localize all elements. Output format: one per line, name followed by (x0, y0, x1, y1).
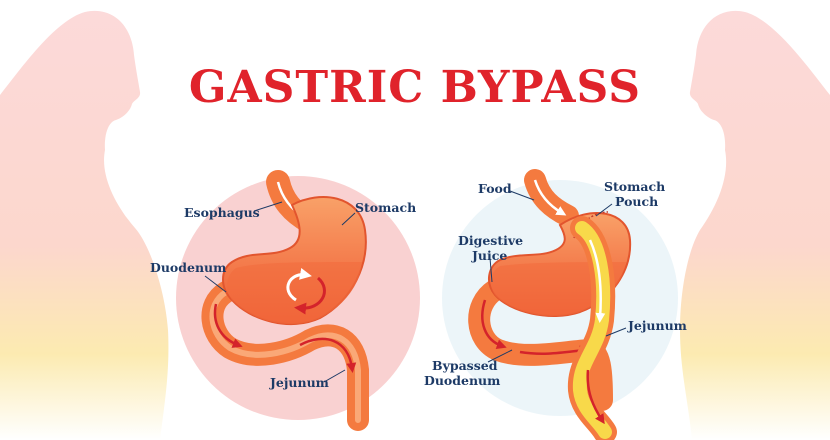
left-churn-arrow-red (294, 276, 326, 315)
duodenum-leader (204, 275, 227, 293)
stomach-leader (341, 212, 356, 226)
left-food-flow-arrow (213, 303, 243, 348)
right-jejunum-yellow (572, 221, 612, 439)
digestive-juice-leader (489, 257, 493, 283)
left-body-silhouette (0, 10, 169, 440)
digestive-juice-label-line1: Digestive (458, 233, 523, 248)
stomach-label: Stomach (355, 200, 416, 215)
stomach-pouch-label-line2: Pouch (615, 194, 658, 209)
bypassed-duodenum-label-line2: Duodenum (424, 373, 500, 388)
duodenum-label: Duodenum (150, 260, 226, 275)
right-bypassed-arrow (481, 299, 507, 350)
left-stomach-contents (227, 262, 362, 325)
jejunum-label-left: Jejunum (269, 375, 329, 390)
right-body-silhouette (680, 10, 830, 440)
jejunum-right-leader (605, 327, 627, 337)
right-jejunum-arrow-2 (586, 369, 605, 425)
right-diagram: Food Stomach Pouch Digestive Juice Jejun… (424, 169, 687, 440)
jejunum-label-right: Jejunum (627, 318, 687, 333)
bypassed-duodenum-label-line1: Bypassed (432, 358, 498, 373)
right-jejunum-arrow (588, 239, 606, 323)
left-churn-arrow-white (286, 268, 312, 302)
food-leader (509, 190, 535, 201)
food-label: Food (478, 181, 512, 196)
digestive-juice-label-line2: Juice (471, 248, 507, 263)
esophagus-label: Esophagus (184, 205, 260, 220)
page-title: GASTRIC BYPASS (189, 62, 641, 113)
jejunum-left-leader (323, 369, 346, 383)
left-jejunum-arrow (299, 337, 357, 373)
right-food-arrow (533, 179, 567, 216)
stomach-pouch-label-line1: Stomach (604, 179, 665, 194)
bypassed-duodenum-leader (487, 349, 513, 363)
left-intestine-highlight (209, 289, 361, 423)
stomach-pouch-leader (595, 203, 613, 217)
left-diagram: Esophagus Stomach Duodenum Jejunum (150, 170, 420, 431)
esophagus-leader (253, 201, 283, 212)
